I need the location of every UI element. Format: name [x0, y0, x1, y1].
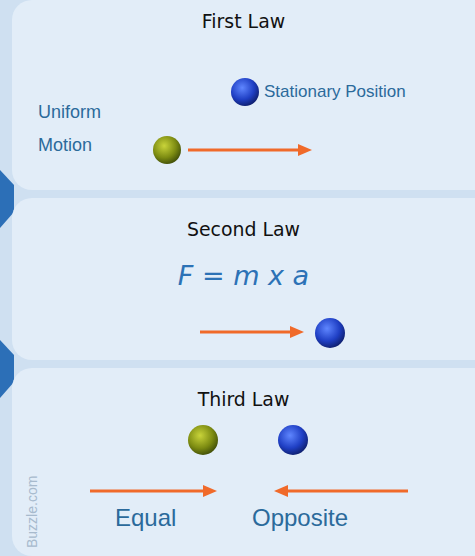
state-label: Uniform Motion [38, 96, 118, 162]
force-label: Opposite [252, 504, 348, 532]
arrow-head [298, 144, 312, 156]
watermark: Buzzle.com [24, 476, 40, 548]
law-heading: First Law [12, 10, 475, 32]
law-band: First LawStationary PositionUniform Moti… [12, 0, 475, 190]
force-label: Equal [115, 504, 176, 532]
reaction-arrow [284, 490, 408, 493]
law-band: Second Law F = m x a [12, 198, 475, 360]
law-band: Third LawEqual Opposite [12, 368, 475, 556]
green-ball [153, 136, 181, 164]
force-arrow [200, 331, 294, 334]
law-heading: Second Law [12, 218, 475, 240]
blue-ball [315, 318, 345, 348]
action-arrow [90, 490, 207, 493]
green-ball [188, 425, 218, 455]
formula: F = m x a [12, 260, 475, 291]
arrow-head [274, 485, 288, 497]
arrow-head [203, 485, 217, 497]
state-label: Stationary Position [264, 82, 406, 102]
blue-ball [231, 78, 259, 106]
law-heading: Third Law [12, 388, 475, 410]
blue-ball [278, 425, 308, 455]
motion-arrow [188, 149, 302, 152]
arrow-head [290, 326, 304, 338]
